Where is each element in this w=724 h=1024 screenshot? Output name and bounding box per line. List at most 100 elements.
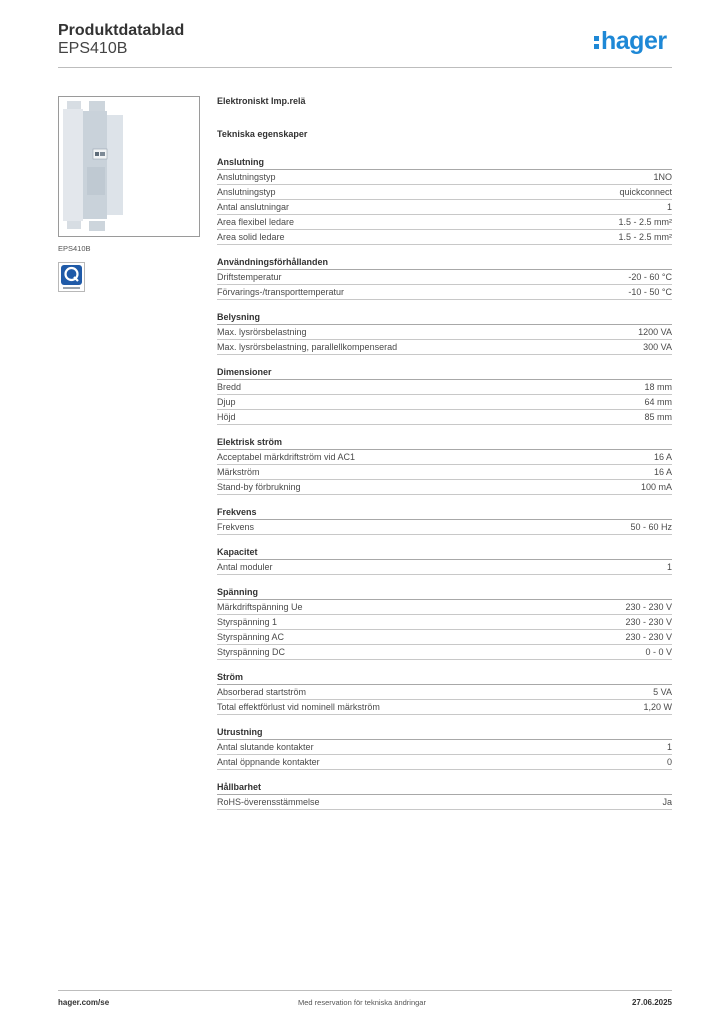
- section-title: Hållbarhet: [217, 780, 672, 795]
- spec-value: 100 mA: [640, 482, 672, 492]
- spec-heading: Tekniska egenskaper: [217, 129, 308, 139]
- spec-row: Anslutningstyp 1NO: [217, 170, 672, 185]
- spec-label: Styrspänning DC: [217, 647, 286, 657]
- section-title: Kapacitet: [217, 545, 672, 560]
- spec-value: -10 - 50 °C: [628, 287, 672, 297]
- spec-value: 5 VA: [653, 687, 672, 697]
- footer-disclaimer: Med reservation för tekniska ändringar: [298, 998, 426, 1007]
- product-image-frame: [58, 96, 200, 237]
- logo-colon-icon: [594, 33, 599, 50]
- spec-label: Styrspänning AC: [217, 632, 285, 642]
- spec-value: 1: [666, 562, 672, 572]
- spec-label: Höjd: [217, 412, 236, 422]
- spec-value: 1: [666, 742, 672, 752]
- footer-divider: [58, 990, 672, 991]
- spec-label: Frekvens: [217, 522, 255, 532]
- spec-value: 0 - 0 V: [645, 647, 672, 657]
- spec-label: Anslutningstyp: [217, 187, 276, 197]
- spec-label: Bredd: [217, 382, 242, 392]
- spec-row: Bredd 18 mm: [217, 380, 672, 395]
- spec-label: Absorberad startström: [217, 687, 307, 697]
- spec-row: Höjd 85 mm: [217, 410, 672, 425]
- spec-value: 230 - 230 V: [625, 617, 672, 627]
- spec-row: Märkström 16 A: [217, 465, 672, 480]
- spec-row: Styrspänning 1 230 - 230 V: [217, 615, 672, 630]
- spec-row: Absorberad startström 5 VA: [217, 685, 672, 700]
- spec-value: 16 A: [653, 467, 672, 477]
- spec-value: 18 mm: [644, 382, 672, 392]
- spec-value: 85 mm: [644, 412, 672, 422]
- section-title: Belysning: [217, 310, 672, 325]
- spec-label: Antal moduler: [217, 562, 273, 572]
- spec-value: 0: [666, 757, 672, 767]
- spec-value: 1NO: [653, 172, 672, 182]
- spec-value: -20 - 60 °C: [628, 272, 672, 282]
- quality-mark-icon: [58, 262, 85, 292]
- product-code: EPS410B: [58, 40, 128, 57]
- spec-value: 300 VA: [643, 342, 672, 352]
- spec-row: Total effektförlust vid nominell märkstr…: [217, 700, 672, 715]
- hager-logo: hager: [594, 27, 667, 56]
- section-title: Anslutning: [217, 155, 672, 170]
- page-title: Produktdatablad: [58, 22, 185, 39]
- spec-label: RoHS-överensstämmelse: [217, 797, 320, 807]
- spec-row: Driftstemperatur -20 - 60 °C: [217, 270, 672, 285]
- spec-row: Stand-by förbrukning 100 mA: [217, 480, 672, 495]
- spec-value: 1200 VA: [638, 327, 672, 337]
- spec-label: Area flexibel ledare: [217, 217, 295, 227]
- spec-label: Driftstemperatur: [217, 272, 282, 282]
- spec-value: quickconnect: [619, 187, 672, 197]
- logo-text: hager: [601, 27, 667, 55]
- spec-label: Acceptabel märkdriftström vid AC1: [217, 452, 356, 462]
- spec-value: 50 - 60 Hz: [630, 522, 672, 532]
- spec-label: Max. lysrörsbelastning: [217, 327, 307, 337]
- product-image: [63, 101, 123, 231]
- spec-value: 1.5 - 2.5 mm²: [618, 232, 672, 242]
- spec-label: Antal anslutningar: [217, 202, 290, 212]
- spec-label: Märkdriftspänning Ue: [217, 602, 303, 612]
- spec-row: Antal moduler 1: [217, 560, 672, 575]
- spec-label: Total effektförlust vid nominell märkstr…: [217, 702, 380, 712]
- spec-value: 1: [666, 202, 672, 212]
- spec-row: Märkdriftspänning Ue 230 - 230 V: [217, 600, 672, 615]
- section-title: Elektrisk ström: [217, 435, 672, 450]
- spec-row: Max. lysrörsbelastning 1200 VA: [217, 325, 672, 340]
- section-title: Användningsförhållanden: [217, 255, 672, 270]
- spec-value: 230 - 230 V: [625, 632, 672, 642]
- spec-value: 1.5 - 2.5 mm²: [618, 217, 672, 227]
- spec-label: Märkström: [217, 467, 260, 477]
- footer-date: 27.06.2025: [631, 998, 672, 1007]
- spec-row: Antal slutande kontakter 1: [217, 740, 672, 755]
- section-title: Utrustning: [217, 725, 672, 740]
- spec-row: Frekvens 50 - 60 Hz: [217, 520, 672, 535]
- spec-row: Styrspänning AC 230 - 230 V: [217, 630, 672, 645]
- footer-website: hager.com/se: [58, 998, 110, 1007]
- specification-content: Elektroniskt Imp.relä Tekniska egenskape…: [217, 96, 672, 810]
- section-title: Ström: [217, 670, 672, 685]
- spec-label: Anslutningstyp: [217, 172, 276, 182]
- spec-value: 230 - 230 V: [625, 602, 672, 612]
- spec-row: Area solid ledare 1.5 - 2.5 mm²: [217, 230, 672, 245]
- spec-label: Styrspänning 1: [217, 617, 278, 627]
- spec-value: 16 A: [653, 452, 672, 462]
- spec-label: Antal slutande kontakter: [217, 742, 314, 752]
- spec-label: Area solid ledare: [217, 232, 285, 242]
- spec-row: Max. lysrörsbelastning, parallellkompens…: [217, 340, 672, 355]
- spec-label: Djup: [217, 397, 236, 407]
- spec-label: Max. lysrörsbelastning, parallellkompens…: [217, 342, 398, 352]
- section-title: Frekvens: [217, 505, 672, 520]
- spec-row: Antal anslutningar 1: [217, 200, 672, 215]
- section-title: Spänning: [217, 585, 672, 600]
- spec-label: Stand-by förbrukning: [217, 482, 301, 492]
